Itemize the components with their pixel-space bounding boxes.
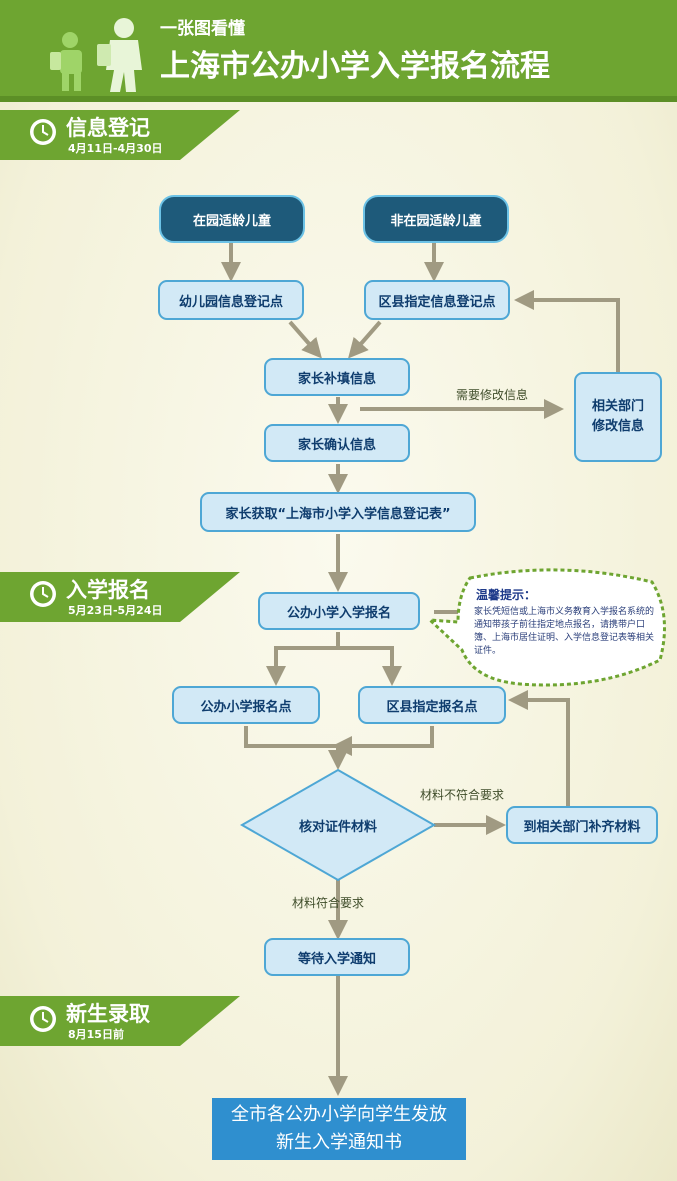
node-final-notice: 全市各公办小学向学生发放 新生入学通知书 xyxy=(212,1100,466,1158)
section-banner-1 xyxy=(0,110,240,160)
edge-label-need-modify: 需要修改信息 xyxy=(456,388,529,402)
section-date-register: 4月11日-4月30日 xyxy=(68,142,163,155)
tip-body: 家长凭短信或上海市义务教育入学报名系统的通知带孩子前往指定地点报名，请携带户口簿… xyxy=(474,607,655,656)
edge-label-not-meet: 材料不符合要求 xyxy=(420,788,505,802)
node-district-info-point: 区县指定信息登记点 xyxy=(364,280,510,320)
node-public-enroll: 公办小学入学报名 xyxy=(258,592,420,630)
node-final-line1: 全市各公办小学向学生发放 xyxy=(231,1104,447,1125)
node-dept-modify-line1: 相关部门 xyxy=(591,399,644,414)
header-title: 上海市公办小学入学报名流程 xyxy=(160,49,550,84)
tip-title: 温馨提示： xyxy=(476,588,537,602)
node-parent-get-form: 家长获取“上海市小学入学信息登记表” xyxy=(200,492,476,532)
node-supplement-docs: 到相关部门补齐材料 xyxy=(506,806,658,844)
header-subtitle: 一张图看懂 xyxy=(160,18,245,39)
node-verify-docs: 核对证件材料 xyxy=(298,819,377,835)
section-banner-3 xyxy=(0,996,240,1046)
section-banner-2 xyxy=(0,572,240,622)
node-final-line2: 新生入学通知书 xyxy=(276,1132,402,1153)
node-parent-supplement: 家长补填信息 xyxy=(264,358,410,396)
node-parent-confirm: 家长确认信息 xyxy=(264,424,410,462)
node-dept-modify: 相关部门 修改信息 xyxy=(574,372,662,462)
node-district-enroll-point: 区县指定报名点 xyxy=(358,686,506,724)
node-not-in-kindergarten: 非在园适龄儿童 xyxy=(390,213,482,229)
parent-figure-icon xyxy=(97,18,142,92)
final-box-bg xyxy=(212,1098,466,1160)
section-date-enroll: 5月23日-5月24日 xyxy=(68,604,163,617)
node-in-kindergarten: 在园适龄儿童 xyxy=(192,213,271,229)
node-dept-modify-line2: 修改信息 xyxy=(591,419,644,434)
node-wait-notice: 等待入学通知 xyxy=(264,938,410,976)
section-date-admission: 8月15日前 xyxy=(68,1028,124,1041)
section-title-enroll: 入学报名 xyxy=(66,578,150,602)
node-public-point: 公办小学报名点 xyxy=(172,686,320,724)
section-title-register: 信息登记 xyxy=(66,116,150,140)
node-kindergarten-point: 幼儿园信息登记点 xyxy=(158,280,304,320)
edge-label-meet: 材料符合要求 xyxy=(292,896,365,910)
verify-decision-diamond xyxy=(239,768,437,882)
children-figure-icon xyxy=(50,32,82,91)
tip-bubble xyxy=(425,568,666,687)
section-title-admission: 新生录取 xyxy=(66,1002,150,1026)
